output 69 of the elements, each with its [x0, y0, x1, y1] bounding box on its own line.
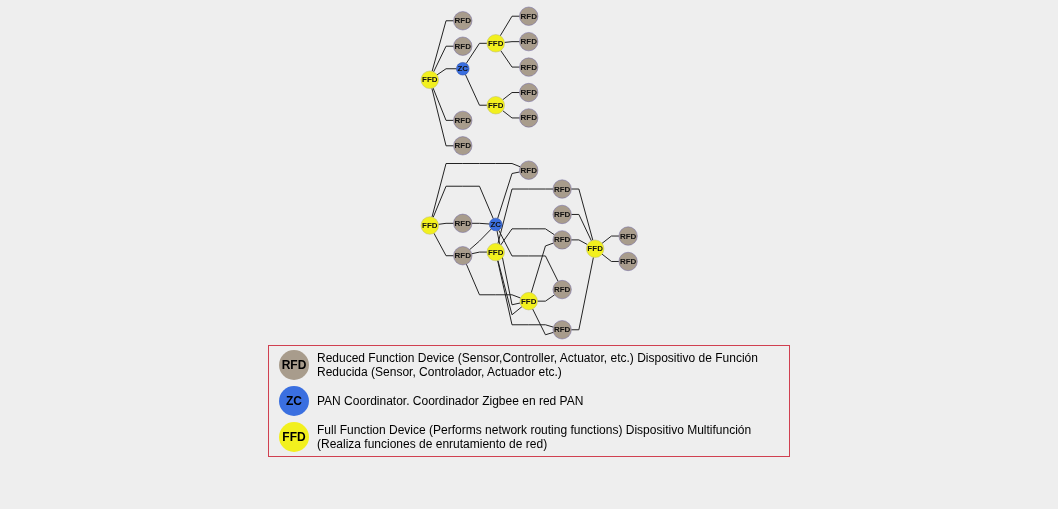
node-circle: RFD	[453, 110, 473, 130]
connector	[531, 308, 554, 335]
connector	[601, 235, 620, 244]
connector	[431, 19, 454, 72]
connector	[500, 227, 555, 245]
connector	[432, 45, 454, 72]
node-circle: RFD	[552, 179, 572, 198]
node-circle: RFD	[519, 31, 538, 51]
connector	[570, 188, 594, 241]
node-circle: RFD	[552, 279, 572, 299]
connector	[497, 188, 554, 244]
connector	[471, 222, 490, 224]
legend-text: Full Function Device (Performs network routing functions) Dispositivo Multifunción (Realiza funciones de enrutamiento de red)	[317, 423, 753, 451]
connector	[431, 162, 521, 218]
connector	[570, 238, 588, 245]
connector	[500, 49, 520, 68]
node-circle: FFD	[486, 242, 505, 261]
node-circle: RFD	[519, 82, 538, 102]
node-circle: RFD	[552, 229, 572, 249]
node-circle: RFD	[519, 57, 538, 77]
connector	[530, 242, 554, 293]
node-circle: RFD	[618, 226, 638, 245]
node-circle: RFD	[552, 204, 572, 224]
node-circle: RFD	[453, 10, 473, 30]
connector	[437, 222, 454, 225]
connector	[431, 87, 454, 146]
connector	[502, 109, 520, 118]
node-circle: ZC	[456, 61, 470, 75]
connector	[502, 91, 520, 100]
legend-swatch: RFD	[279, 350, 309, 380]
connector	[432, 86, 454, 121]
node-circle: FFD	[420, 216, 439, 235]
node-circle: RFD	[519, 6, 538, 26]
node-circle: RFD	[552, 319, 572, 339]
connector	[497, 171, 520, 219]
connector	[570, 256, 594, 330]
connector	[436, 67, 457, 75]
connector	[498, 229, 559, 282]
connector	[499, 15, 520, 36]
node-circle: RFD	[618, 251, 638, 271]
legend-text: PAN Coordinator. Coordinador Zigbee en red PAN	[317, 394, 584, 408]
connector	[464, 73, 488, 106]
connector	[536, 293, 555, 302]
legend-swatch: ZC	[279, 386, 309, 416]
node-circle: RFD	[453, 213, 473, 233]
node-circle: RFD	[453, 245, 473, 265]
node-circle: FFD	[486, 33, 505, 52]
connector	[497, 259, 554, 328]
connector	[469, 227, 492, 250]
legend-text: Reduced Function Device (Sensor,Controller, Actuator, etc.) Dispositivo de Función Reducida (Sensor, Controlador, Actuador etc.)	[317, 351, 759, 379]
connector	[601, 253, 620, 262]
node-circle: FFD	[420, 70, 439, 89]
node-circle: ZC	[489, 217, 503, 231]
node-circle: RFD	[453, 36, 473, 56]
connector	[503, 40, 520, 43]
node-circle: FFD	[585, 239, 604, 258]
connector	[465, 42, 488, 64]
connector	[496, 229, 521, 305]
connector	[570, 213, 592, 241]
node-circle: RFD	[453, 135, 473, 155]
legend-swatch: FFD	[279, 422, 309, 452]
connector	[465, 263, 521, 298]
connector	[471, 251, 488, 254]
node-circle: RFD	[519, 108, 538, 127]
node-circle: FFD	[519, 291, 538, 310]
node-circle: FFD	[486, 95, 505, 114]
connector	[433, 232, 454, 256]
connector	[432, 185, 494, 219]
node-circle: RFD	[519, 160, 538, 180]
